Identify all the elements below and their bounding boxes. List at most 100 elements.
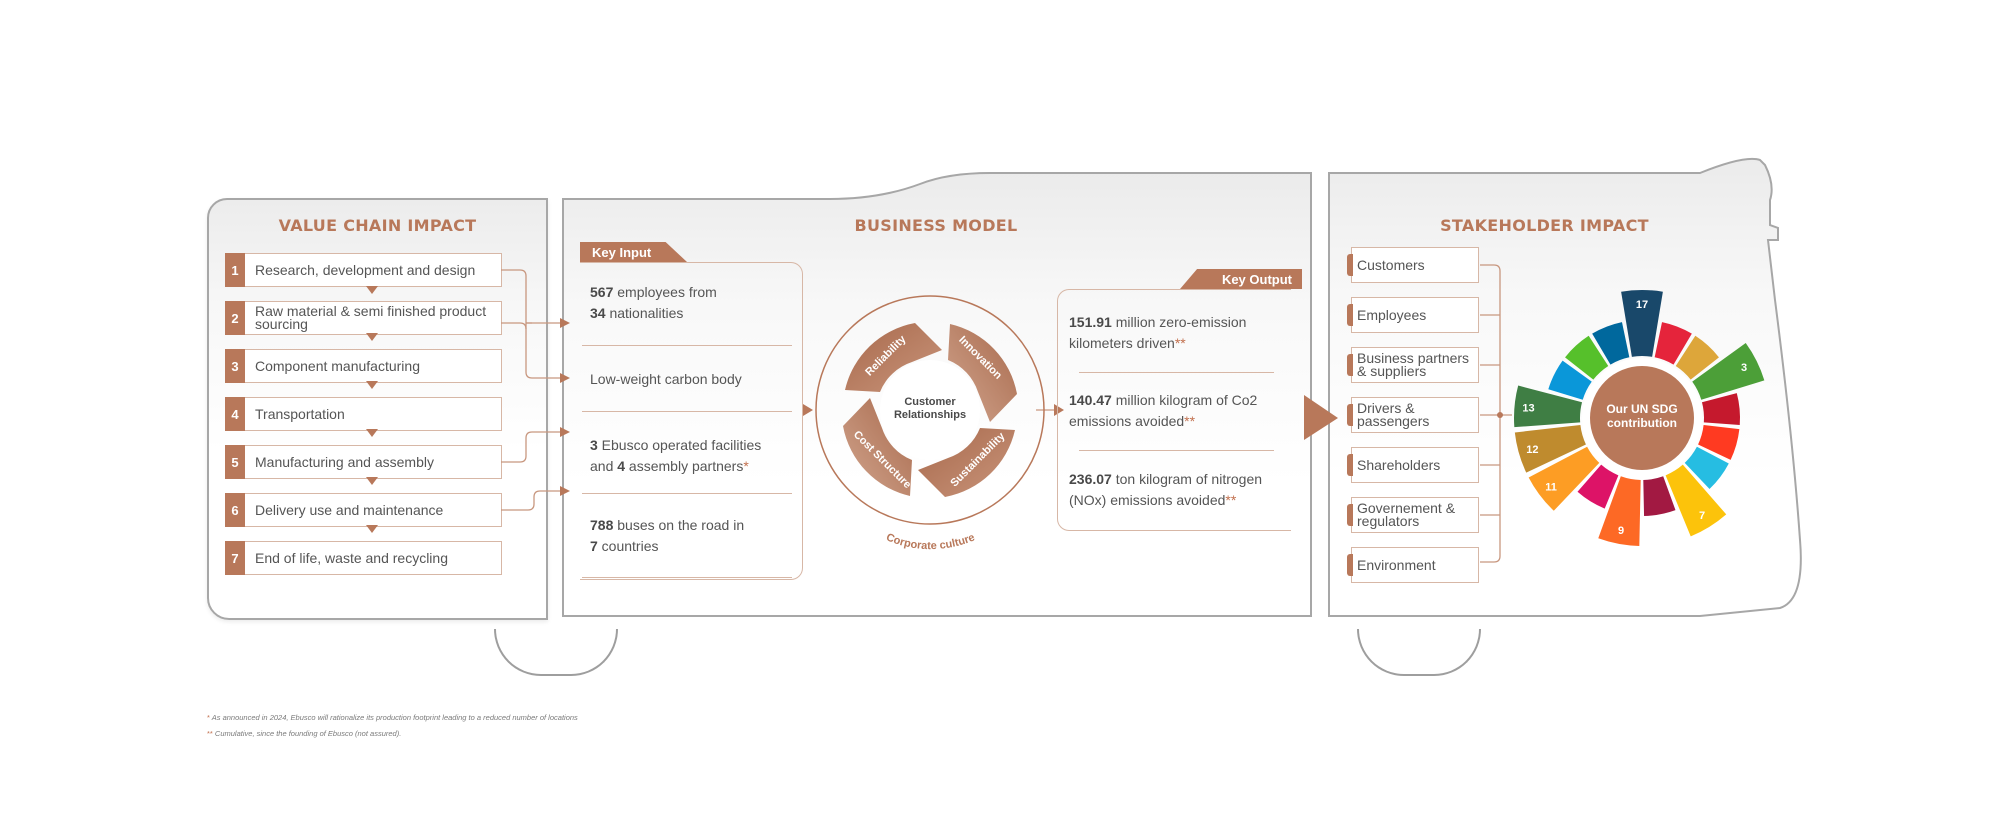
- sdg-goal-13: [1514, 385, 1583, 428]
- text: employees from: [613, 284, 717, 300]
- footnote-2: ** Cumulative, since the founding of Ebu…: [207, 729, 401, 738]
- text: nationalities: [605, 305, 684, 321]
- value-chain-label: Component manufacturing: [255, 357, 420, 374]
- stakeholder-label: Customers: [1357, 256, 1425, 273]
- footnote-mark: *: [207, 713, 210, 722]
- sdg-segment: [1684, 446, 1729, 490]
- text: countries: [597, 538, 659, 554]
- stakeholder-box: [1351, 397, 1479, 433]
- key-input-employees: 567 employees from 34 nationalities: [590, 282, 717, 324]
- value-chain-item-7: 7 End of life, waste and recycling: [225, 541, 502, 575]
- stakeholder-box: [1351, 447, 1479, 483]
- text: emissions avoided: [1069, 413, 1185, 429]
- sdg-segment: [1548, 360, 1592, 400]
- business-model-title: BUSINESS MODEL: [854, 216, 1018, 235]
- stakeholder-employees: Employees: [1347, 297, 1479, 333]
- stakeholder-tab: [1347, 504, 1353, 526]
- sdg-goal-number: 9: [1618, 525, 1624, 537]
- value-chain-title: VALUE CHAIN IMPACT: [278, 216, 477, 235]
- footnote-1: * As announced in 2024, Ebusco will rati…: [207, 713, 578, 722]
- value: 788: [590, 517, 614, 533]
- divider: [582, 345, 792, 346]
- value-chain-label: Research, development and design: [255, 261, 476, 278]
- key-output-co2: 140.47 million kilogram of Co2 emissions…: [1069, 390, 1257, 432]
- value-chain-box: [245, 349, 502, 383]
- stakeholder-tab: [1347, 254, 1353, 276]
- value: 236.07: [1069, 471, 1112, 487]
- key-input-carbon-body: Low-weight carbon body: [590, 369, 742, 390]
- stakeholder-label: Business partners & suppliers: [1357, 350, 1470, 379]
- text: kilometers driven: [1069, 335, 1175, 351]
- key-output-tab: Key Output: [1180, 269, 1302, 289]
- value-chain-number: 2: [225, 301, 245, 335]
- value-chain-item-3: 3 Component manufacturing: [225, 349, 502, 383]
- stakeholder-tab: [1347, 304, 1353, 326]
- value-chain-box: [245, 253, 502, 287]
- stakeholder-drivers: Drivers & passengers: [1347, 397, 1479, 433]
- sdg-goal-number: 7: [1699, 510, 1705, 522]
- sdg-goal-9: [1598, 476, 1641, 546]
- sdg-segment: [1643, 476, 1676, 516]
- stakeholder-environment: Environment: [1347, 547, 1479, 583]
- sdg-segment: [1577, 464, 1619, 509]
- sdg-segment: [1701, 393, 1740, 425]
- text: (NOx) emissions avoided: [1069, 492, 1226, 508]
- sdg-goal-17: [1621, 290, 1663, 357]
- footnote-mark: *: [743, 458, 749, 474]
- stakeholder-label: Governement & regulators: [1357, 500, 1456, 529]
- segment-reliability: [845, 323, 942, 392]
- footnote-mark: **: [207, 729, 213, 738]
- stakeholder-business-partners: Business partners & suppliers: [1347, 347, 1479, 383]
- footnote-mark: **: [1174, 335, 1186, 351]
- arrow-down-icon: [366, 525, 378, 533]
- key-output-box: [1057, 289, 1291, 531]
- sdg-segment: [1654, 322, 1692, 365]
- value-chain-number: 6: [225, 493, 245, 527]
- cycle-outer-ring: [815, 295, 1045, 525]
- value-chain-number: 1: [225, 253, 245, 287]
- value-chain-label: Transportation: [255, 405, 345, 422]
- stakeholder-government: Governement & regulators: [1347, 497, 1479, 533]
- footnote-mark: **: [1184, 413, 1196, 429]
- segment-innovation: [948, 324, 1017, 422]
- text: Low-weight carbon body: [590, 371, 742, 387]
- value-chain-number: 5: [225, 445, 245, 479]
- sdg-segment: [1698, 425, 1740, 460]
- value-chain-number: 7: [225, 541, 245, 575]
- sdg-goal-number: 17: [1636, 299, 1648, 311]
- value: 34: [590, 305, 606, 321]
- sdg-segment: [1592, 322, 1630, 365]
- text: Ebusco operated facilities: [597, 437, 762, 453]
- stakeholder-tab: [1347, 554, 1353, 576]
- value-chain-label: End of life, waste and recycling: [255, 549, 448, 566]
- segment-cost-structure: [843, 398, 912, 496]
- arrow-down-icon: [366, 477, 378, 485]
- stakeholder-label: Environment: [1357, 556, 1436, 573]
- divider: [1079, 450, 1274, 451]
- footnote-text: Cumulative, since the founding of Ebusco…: [212, 729, 402, 738]
- sdg-segment: [1565, 335, 1609, 380]
- value-chain-box: [245, 541, 502, 575]
- sdg-segment: [1675, 335, 1719, 380]
- value-chain-number: 3: [225, 349, 245, 383]
- stakeholder-tab: [1347, 404, 1353, 426]
- stakeholder-box: [1351, 297, 1479, 333]
- value-chain-number: 4: [225, 397, 245, 431]
- stakeholder-box: [1351, 547, 1479, 583]
- stakeholder-box: [1351, 247, 1479, 283]
- segment-sustainability: [918, 428, 1015, 497]
- sdg-center-disc: [1590, 366, 1694, 470]
- stakeholder-box: [1351, 497, 1479, 533]
- sdg-goal-11: [1528, 446, 1600, 511]
- divider: [582, 577, 792, 578]
- stakeholder-title: STAKEHOLDER IMPACT: [1440, 216, 1649, 235]
- stakeholder-tab: [1347, 454, 1353, 476]
- footnote-text: As announced in 2024, Ebusco will ration…: [209, 713, 578, 722]
- sdg-goal-12: [1514, 425, 1586, 473]
- arrow-down-icon: [366, 286, 378, 294]
- value: 140.47: [1069, 392, 1112, 408]
- value: 3: [590, 437, 598, 453]
